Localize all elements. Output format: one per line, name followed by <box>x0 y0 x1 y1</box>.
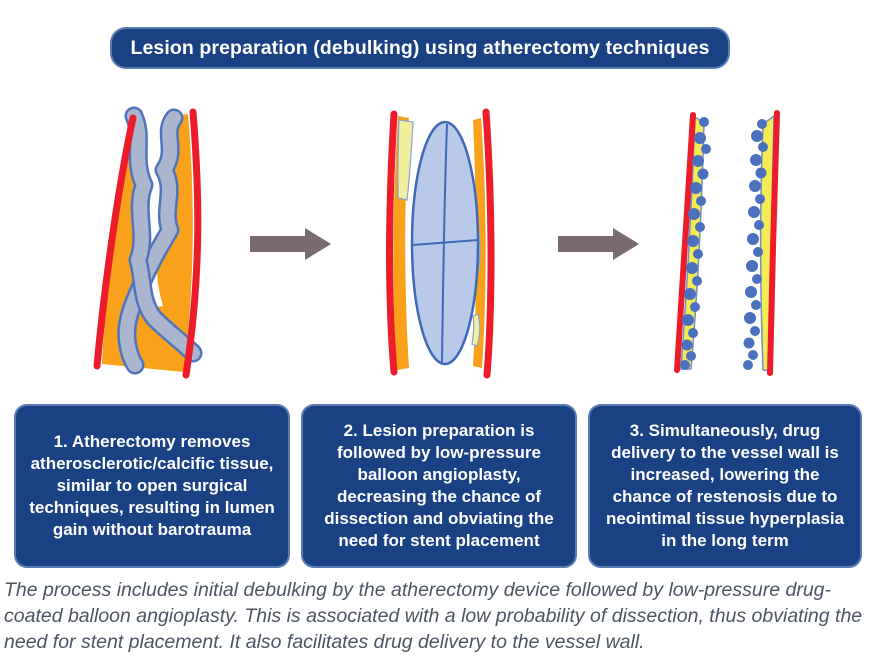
drug-particle <box>758 142 768 152</box>
drug-particle <box>749 180 761 192</box>
drug-particle <box>696 196 706 206</box>
drug-particle <box>692 276 702 286</box>
drug-particle <box>697 168 709 180</box>
figure-caption: The process includes initial debulking b… <box>4 579 863 653</box>
drug-particles-left <box>680 117 711 370</box>
drug-particle <box>693 249 703 259</box>
drug-particle <box>751 130 763 142</box>
balloon-seam-vertical <box>441 123 448 363</box>
drug-particle <box>743 360 753 370</box>
drug-particle <box>688 328 698 338</box>
drug-particle <box>692 155 704 167</box>
arrow-right-icon <box>558 228 639 260</box>
drug-particle <box>750 154 762 166</box>
drug-particle <box>690 182 702 194</box>
step-3-label: 3. Simultaneously, drug delivery to the … <box>605 420 845 551</box>
plaque-right-yellow-patch <box>471 313 481 347</box>
drug-particle <box>686 262 698 274</box>
step-box-2: 2. Lesion preparation is followed by low… <box>301 404 577 568</box>
drug-particle <box>694 132 706 144</box>
vessel-wall-right <box>482 108 495 379</box>
step-box-1: 1. Atherectomy removes atherosclerotic/c… <box>14 404 290 568</box>
drug-particle <box>755 194 765 204</box>
plaque-left-yellow-patch <box>397 119 414 201</box>
step-2-label: 2. Lesion preparation is followed by low… <box>324 420 554 551</box>
figure-title: Lesion preparation (debulking) using ath… <box>130 36 710 59</box>
calcific-tissue-left-core <box>127 109 200 360</box>
balloon-seam-horizontal <box>412 239 479 246</box>
drug-particle <box>755 167 767 179</box>
drug-particle <box>688 208 700 220</box>
drug-particle <box>748 350 758 360</box>
step-box-3: 3. Simultaneously, drug delivery to the … <box>588 404 862 568</box>
drug-particle <box>746 260 758 272</box>
vessel-wall-right <box>182 108 202 379</box>
drug-particle <box>751 300 761 310</box>
drug-particle <box>690 302 700 312</box>
drug-particle <box>745 286 757 298</box>
step-descriptions: 1. Atherectomy removes atherosclerotic/c… <box>0 404 878 568</box>
drug-particle <box>680 360 690 370</box>
drug-particle <box>744 312 756 324</box>
drug-particle <box>752 274 762 284</box>
drug-particle <box>686 351 696 361</box>
drug-particle <box>699 117 709 127</box>
figure-title-banner: Lesion preparation (debulking) using ath… <box>110 27 730 69</box>
vessel-wall-left <box>674 112 696 373</box>
process-illustration <box>93 106 780 379</box>
drug-particle <box>695 222 705 232</box>
vessel-wall-left <box>385 110 398 376</box>
drug-particle <box>754 220 764 230</box>
arrow-right-icon <box>250 228 331 260</box>
drug-particle <box>743 337 755 349</box>
drug-particle <box>687 235 699 247</box>
vessel-wall-right <box>767 110 780 376</box>
drug-particle <box>753 247 763 257</box>
drug-particle <box>748 206 760 218</box>
drug-particle <box>684 288 696 300</box>
drug-delivery-illustration <box>674 110 780 376</box>
drug-particle <box>701 144 711 154</box>
vessel-calcified-plaque-illustration <box>93 106 203 379</box>
step-1-label: 1. Atherectomy removes atherosclerotic/c… <box>29 431 275 540</box>
drug-particle <box>681 339 693 351</box>
balloon-angioplasty-illustration <box>385 108 495 379</box>
drug-particle <box>682 314 694 326</box>
drug-particle <box>757 119 767 129</box>
drug-particle <box>750 326 760 336</box>
drug-particle <box>747 233 759 245</box>
vessel-wall-left <box>93 114 137 370</box>
drug-particles-right <box>743 119 768 370</box>
calcific-tissue-right-core <box>119 111 181 372</box>
